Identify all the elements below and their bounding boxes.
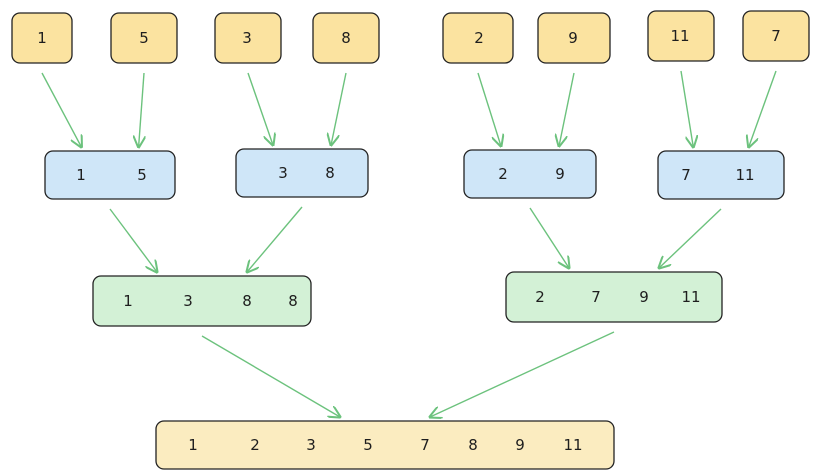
node-value: 9 bbox=[515, 436, 525, 454]
node-level-0-0: 1 bbox=[11, 12, 73, 64]
arrow-0-2-to-1-1 bbox=[247, 72, 273, 145]
node-value: 11 bbox=[735, 166, 754, 184]
node-value: 1 bbox=[37, 29, 47, 47]
node-value: 1 bbox=[188, 436, 198, 454]
node-box bbox=[155, 420, 615, 470]
node-value: 7 bbox=[681, 166, 691, 184]
node-value: 3 bbox=[278, 164, 288, 182]
node-value: 7 bbox=[591, 288, 601, 306]
node-value: 7 bbox=[771, 27, 781, 45]
node-box bbox=[657, 150, 785, 200]
arrow-0-0-to-1-0 bbox=[41, 72, 81, 147]
arrow-2-1-to-3-0 bbox=[430, 331, 615, 417]
node-box bbox=[110, 12, 178, 64]
node-level-0-5: 9 bbox=[537, 12, 611, 64]
arrows-layer bbox=[41, 70, 777, 417]
node-box bbox=[742, 10, 810, 62]
node-box bbox=[537, 12, 611, 64]
node-box bbox=[442, 12, 514, 64]
arrow-2-0-to-3-0 bbox=[201, 335, 340, 417]
arrow-0-4-to-1-2 bbox=[477, 72, 501, 146]
arrow-1-0-to-2-0 bbox=[109, 208, 157, 272]
node-value: 2 bbox=[474, 29, 484, 47]
node-value: 5 bbox=[363, 436, 373, 454]
node-value: 8 bbox=[341, 29, 351, 47]
node-value: 2 bbox=[498, 165, 508, 183]
node-value: 9 bbox=[555, 165, 565, 183]
node-value: 7 bbox=[420, 436, 430, 454]
node-value: 8 bbox=[325, 164, 335, 182]
node-level-2-0: 1 3 8 8 bbox=[92, 275, 312, 327]
node-box bbox=[214, 12, 282, 64]
arrow-1-1-to-2-0 bbox=[247, 206, 303, 272]
node-value: 11 bbox=[670, 27, 689, 45]
node-value: 1 bbox=[76, 166, 86, 184]
arrow-0-1-to-1-0 bbox=[139, 72, 144, 147]
node-value: 11 bbox=[681, 288, 700, 306]
arrow-1-3-to-2-1 bbox=[659, 208, 722, 268]
node-value: 5 bbox=[139, 29, 149, 47]
node-box bbox=[92, 275, 312, 327]
node-value: 8 bbox=[288, 292, 298, 310]
node-box bbox=[647, 10, 715, 62]
arrow-0-7-to-1-3 bbox=[749, 70, 777, 147]
arrow-0-6-to-1-3 bbox=[680, 70, 693, 147]
node-level-0-6: 11 bbox=[647, 10, 715, 62]
node-level-0-1: 5 bbox=[110, 12, 178, 64]
arrow-0-5-to-1-2 bbox=[559, 72, 575, 146]
node-level-0-2: 3 bbox=[214, 12, 282, 64]
arrow-0-3-to-1-1 bbox=[331, 72, 347, 145]
node-value: 8 bbox=[242, 292, 252, 310]
arrow-1-2-to-2-1 bbox=[529, 207, 569, 268]
node-box bbox=[235, 148, 369, 198]
node-value: 11 bbox=[563, 436, 582, 454]
node-level-1-3: 7 11 bbox=[657, 150, 785, 200]
node-value: 9 bbox=[568, 29, 578, 47]
node-value: 9 bbox=[639, 288, 649, 306]
node-value: 1 bbox=[123, 292, 133, 310]
node-value: 3 bbox=[242, 29, 252, 47]
node-box bbox=[505, 271, 723, 323]
node-value: 3 bbox=[183, 292, 193, 310]
node-value: 8 bbox=[468, 436, 478, 454]
node-value: 2 bbox=[250, 436, 260, 454]
node-value: 5 bbox=[137, 166, 147, 184]
node-box bbox=[11, 12, 73, 64]
node-level-3-0: 1 2 3 5 7 8 9 11 bbox=[155, 420, 615, 470]
node-box bbox=[463, 149, 597, 199]
node-value: 2 bbox=[535, 288, 545, 306]
node-value: 3 bbox=[306, 436, 316, 454]
node-level-0-7: 7 bbox=[742, 10, 810, 62]
node-box bbox=[44, 150, 176, 200]
node-level-0-3: 8 bbox=[312, 12, 380, 64]
node-box bbox=[312, 12, 380, 64]
node-level-2-1: 2 7 9 11 bbox=[505, 271, 723, 323]
node-level-0-4: 2 bbox=[442, 12, 514, 64]
